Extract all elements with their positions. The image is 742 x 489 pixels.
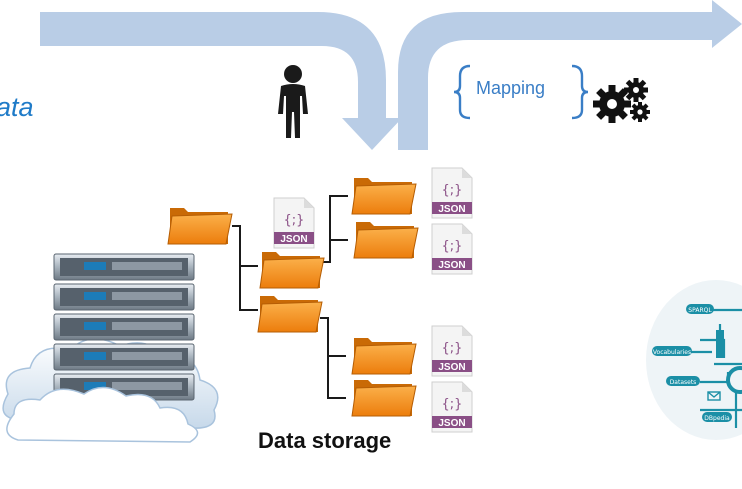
envelope-icon bbox=[707, 391, 721, 401]
node-label: Vocabularies bbox=[653, 349, 691, 356]
json-glyph: {;} bbox=[442, 397, 463, 412]
json-file-icon: {;} JSON bbox=[431, 381, 473, 433]
folder-icon bbox=[259, 252, 325, 289]
json-file-icon: {;} JSON bbox=[431, 167, 473, 219]
person-icon bbox=[278, 65, 308, 138]
folder-icon bbox=[167, 208, 233, 245]
json-glyph: {;} bbox=[442, 239, 463, 254]
linked-data-network: SPARQL Vocabularies Datasets DBpedia bbox=[646, 280, 742, 440]
server-rack-icon bbox=[53, 253, 195, 401]
json-badge-label: JSON bbox=[280, 234, 307, 245]
partial-data-label: ata bbox=[0, 92, 34, 122]
gears-icon bbox=[593, 78, 650, 123]
folder-icon bbox=[351, 178, 417, 215]
folder-icon bbox=[351, 380, 417, 417]
json-badge-label: JSON bbox=[438, 362, 465, 373]
json-glyph: {;} bbox=[442, 341, 463, 356]
mapping-braces bbox=[453, 64, 589, 120]
json-glyph: {;} bbox=[442, 183, 463, 198]
node-label: SPARQL bbox=[688, 307, 712, 314]
data-storage-label: Data storage bbox=[258, 428, 392, 453]
cloud-front bbox=[6, 386, 199, 443]
network-node-vocabularies: Vocabularies bbox=[652, 346, 692, 356]
json-glyph: {;} bbox=[284, 213, 305, 228]
json-file-icon: {;} JSON bbox=[273, 197, 315, 249]
folder-icon bbox=[257, 296, 323, 333]
json-file-icon: {;} JSON bbox=[431, 223, 473, 275]
network-node-dbpedia: DBpedia bbox=[702, 412, 732, 422]
mapping-label: Mapping bbox=[476, 78, 546, 98]
node-label: Datasets bbox=[670, 379, 697, 386]
folder-icon bbox=[353, 222, 419, 259]
node-label: DBpedia bbox=[704, 415, 730, 422]
json-file-icon: {;} JSON bbox=[431, 325, 473, 377]
network-node-datasets: Datasets bbox=[666, 376, 700, 386]
json-badge-label: JSON bbox=[438, 260, 465, 271]
flow-arrow-right bbox=[398, 0, 742, 150]
json-badge-label: JSON bbox=[438, 418, 465, 429]
json-badge-label: JSON bbox=[438, 204, 465, 215]
folder-icon bbox=[351, 338, 417, 375]
network-node-sparql: SPARQL bbox=[686, 304, 714, 314]
flow-arrow-left bbox=[40, 12, 402, 150]
